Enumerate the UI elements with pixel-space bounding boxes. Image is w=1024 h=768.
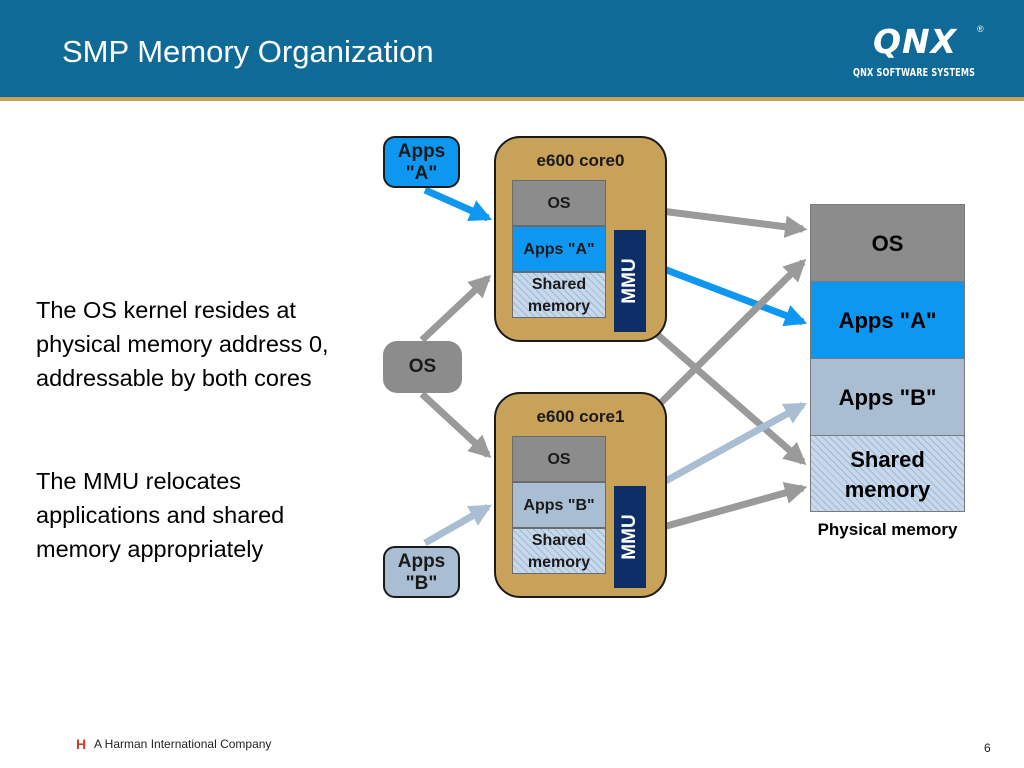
qnx-logo-subtitle: QNX SOFTWARE SYSTEMS [853, 67, 976, 79]
core0-title: e600 core0 [536, 151, 625, 170]
core1-os-segment: OS [512, 436, 606, 482]
header-divider [0, 97, 1024, 101]
arrow-core1-shared-to-physical-shared [644, 482, 808, 536]
physical-os-segment: OS [811, 205, 964, 282]
mmu-description: The MMU relocates applications and share… [36, 468, 285, 562]
core0-apps-segment: Apps "A" [512, 226, 606, 272]
arrow-os-to-core1 [419, 391, 492, 459]
page-number: 6 [984, 741, 991, 755]
core1-shared-segment: Shared memory [512, 528, 606, 574]
apps-b-process: Apps "B" [383, 546, 460, 598]
arrow-os-to-core0 [419, 274, 492, 343]
core1-mmu: MMU [614, 486, 646, 588]
core0-os-segment: OS [512, 180, 606, 226]
registered-mark: ® [977, 24, 984, 34]
physical-shared-segment: Shared memory [811, 436, 964, 511]
physical-memory-caption: Physical memory [817, 520, 958, 539]
kernel-description: The OS kernel resides at physical memory… [36, 297, 329, 391]
core0-shared-segment: Shared memory [512, 272, 606, 318]
physical-memory-map: OS Apps "A" Apps "B" Shared memory [810, 204, 965, 512]
slide-header [0, 0, 1024, 97]
core1-mmu-label: MMU [619, 514, 640, 560]
core0-mmu-label: MMU [619, 258, 640, 304]
qnx-logo-wordmark: QNX [872, 22, 958, 61]
core1-title: e600 core1 [536, 407, 625, 426]
os-kernel: OS [383, 341, 462, 393]
slide-title: SMP Memory Organization [62, 34, 434, 69]
apps-a-process: Apps "A" [383, 136, 460, 188]
arrow-apps-a-to-core0 [423, 186, 493, 222]
core1-apps-segment: Apps "B" [512, 482, 606, 528]
physical-apps-a-segment: Apps "A" [811, 282, 964, 359]
footer-company: A Harman International Company [94, 737, 272, 751]
physical-apps-b-segment: Apps "B" [811, 359, 964, 436]
arrow-core0-shared-to-physical-shared [649, 327, 807, 465]
arrow-apps-b-to-core1 [423, 503, 492, 547]
core1-box: e600 core1 OS Apps "B" Shared memory MMU [494, 392, 667, 598]
core0-mmu: MMU [614, 230, 646, 332]
qnx-logo: QNX ® QNX SOFTWARE SYSTEMS [853, 22, 984, 82]
core0-box: e600 core0 OS Apps "A" Shared memory MMU [494, 136, 667, 342]
harman-h-icon: H [76, 736, 87, 752]
